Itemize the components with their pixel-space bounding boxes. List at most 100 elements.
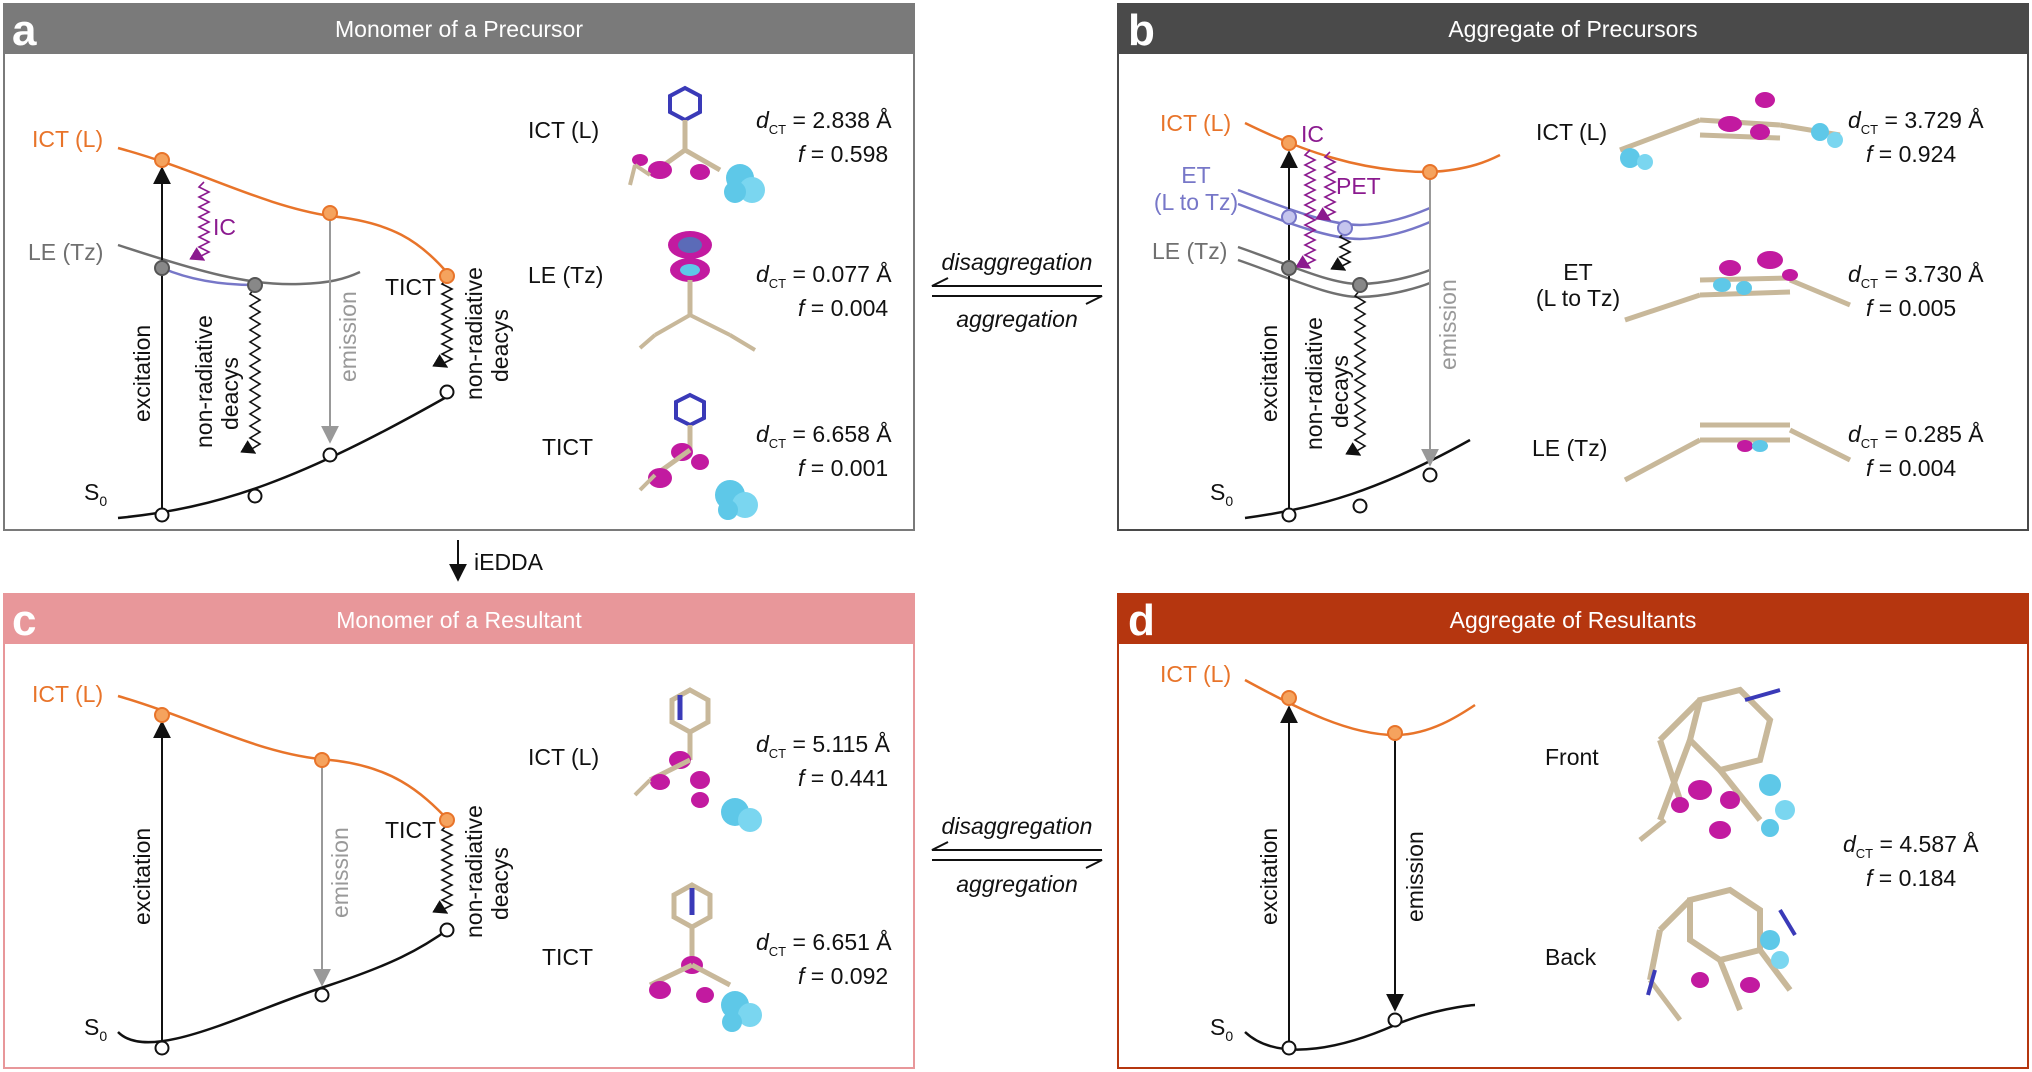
molecules-d: Front Back [1545,686,1979,1022]
tict-label-c: TICT [385,817,436,843]
panel-a: a Monomer of a Precursor ICT (L) LE (Tz)… [3,3,915,531]
mol-a2-label: LE (Tz) [528,262,603,288]
le-point-b [1281,260,1297,276]
mol-b3-f: f = 0.004 [1866,455,1956,481]
s0-point-a3 [322,447,338,463]
mol-b2-dct: dCT = 3.730 Å [1848,260,1984,291]
mol-b3-dct: dCT = 0.285 Å [1848,420,1984,451]
s0-point-a2 [247,488,263,504]
molecule-image-b3 [1623,422,1852,483]
mol-a1-dct: dCT = 2.838 Å [756,106,892,137]
mol-a2-dct: dCT = 0.077 Å [756,260,892,291]
mol-b1-f: f = 0.924 [1866,141,1956,167]
s0-label-d: S0 [1210,1014,1233,1044]
disaggregation-harpoon-top [931,277,1102,287]
mol-d-back-label: Back [1545,944,1597,970]
panel-c-title: Monomer of a Resultant [336,607,582,633]
ict-curve-d [1244,678,1476,737]
molecules-b: ICT (L) ET(L to Tz) LE (Tz) [1532,92,1984,483]
panel-a-letter: a [12,6,37,55]
s0-curve-d [1244,1003,1476,1051]
mol-a3-label: TICT [542,434,593,460]
nonrad-wavy-b [1345,289,1367,456]
excitation-label-c: excitation [129,828,155,925]
s0-point-c1 [154,1040,170,1056]
s0-curve-c [117,926,451,1044]
disaggregation-label-top: disaggregation [942,249,1093,275]
aggregation-harpoon-bottom [932,859,1103,869]
s0-point-b1 [1281,507,1297,523]
mol-a3-f: f = 0.001 [798,455,888,481]
molecule-image-c2 [648,882,762,1032]
mol-b2-f: f = 0.005 [1866,295,1956,321]
pet-label-b: PET [1336,173,1381,199]
le-purple-segment-a [161,266,256,287]
le-relaxed-point-b [1352,277,1368,293]
le-curve-b1 [1237,245,1431,286]
ict-label-c: ICT (L) [32,681,103,707]
s0-point-b2 [1352,498,1368,514]
mol-c1-dct: dCT = 5.115 Å [756,730,891,761]
mol-d-front-label: Front [1545,744,1599,770]
s0-label-a: S0 [84,479,107,509]
tict-point-c [439,812,455,828]
emission-label-a: emission [335,291,361,382]
et-point-b [1281,209,1297,225]
nonrad-label-a1: non-radiativedeacys [191,315,243,448]
et-le-wavy-b [1330,231,1352,271]
connector-ac: iEDDA [449,540,544,582]
le-point-a [154,260,170,276]
emission-label-d: emission [1402,831,1428,922]
aggregation-label-bottom: aggregation [956,871,1078,897]
s0-point-c2 [314,987,330,1003]
s0-point-b3 [1422,467,1438,483]
disaggregation-harpoon-bottom [931,841,1102,851]
mol-c2-label: TICT [542,944,593,970]
molecule-image-d-back [1646,886,1797,1022]
ict-label-d: ICT (L) [1160,661,1231,687]
mol-a1-label: ICT (L) [528,117,599,143]
le-label-b: LE (Tz) [1152,238,1227,264]
s0-point-a4 [439,384,455,400]
mol-b1-label: ICT (L) [1536,119,1607,145]
aggregation-label-top: aggregation [956,306,1078,332]
s0-label-c: S0 [84,1014,107,1044]
excitation-label-a: excitation [129,325,155,422]
iedda-label: iEDDA [474,549,544,575]
s0-point-c3 [439,922,455,938]
ict-relaxed-point-d [1387,725,1403,741]
mol-a1-f: f = 0.598 [798,141,888,167]
molecule-image-d-front [1638,686,1795,842]
ic-label-b: IC [1301,121,1324,147]
s0-curve-a [117,393,451,520]
s0-point-a1 [154,507,170,523]
molecule-image-a1 [628,85,765,203]
molecule-image-a3 [638,392,758,520]
molecules-a: ICT (L) LE (Tz) TICT [528,85,892,520]
ict-point-d [1281,690,1297,706]
ict-point-b [1281,135,1297,151]
mol-b3-label: LE (Tz) [1532,435,1607,461]
nonrad-wavy-c [432,824,454,914]
panel-b-title: Aggregate of Precursors [1448,16,1697,42]
excitation-label-d: excitation [1256,828,1282,925]
emission-label-c: emission [327,827,353,918]
mol-d-dct: dCT = 4.587 Å [1843,830,1979,861]
molecules-c: ICT (L) TICT dCT [528,687,892,1032]
nonrad-wavy-a1 [240,287,262,454]
et-curve-b1 [1237,188,1431,227]
connector-cd: disaggregation aggregation [931,813,1103,897]
mol-b1-dct: dCT = 3.729 Å [1848,106,1984,137]
s0-point-d2 [1387,1012,1403,1028]
panel-c: c Monomer of a Resultant ICT (L) TICT S0… [3,593,915,1069]
ic-wavy-b [1295,149,1317,269]
panel-a-border [3,3,915,531]
mol-c2-f: f = 0.092 [798,963,888,989]
nonrad-wavy-a2 [432,278,454,368]
et-label-b: ET(L to Tz) [1154,162,1238,215]
s0-label-b: S0 [1210,479,1233,509]
panel-a-title: Monomer of a Precursor [335,16,583,42]
ict-relaxed-point-b [1422,164,1438,180]
mol-a3-dct: dCT = 6.658 Å [756,420,892,451]
